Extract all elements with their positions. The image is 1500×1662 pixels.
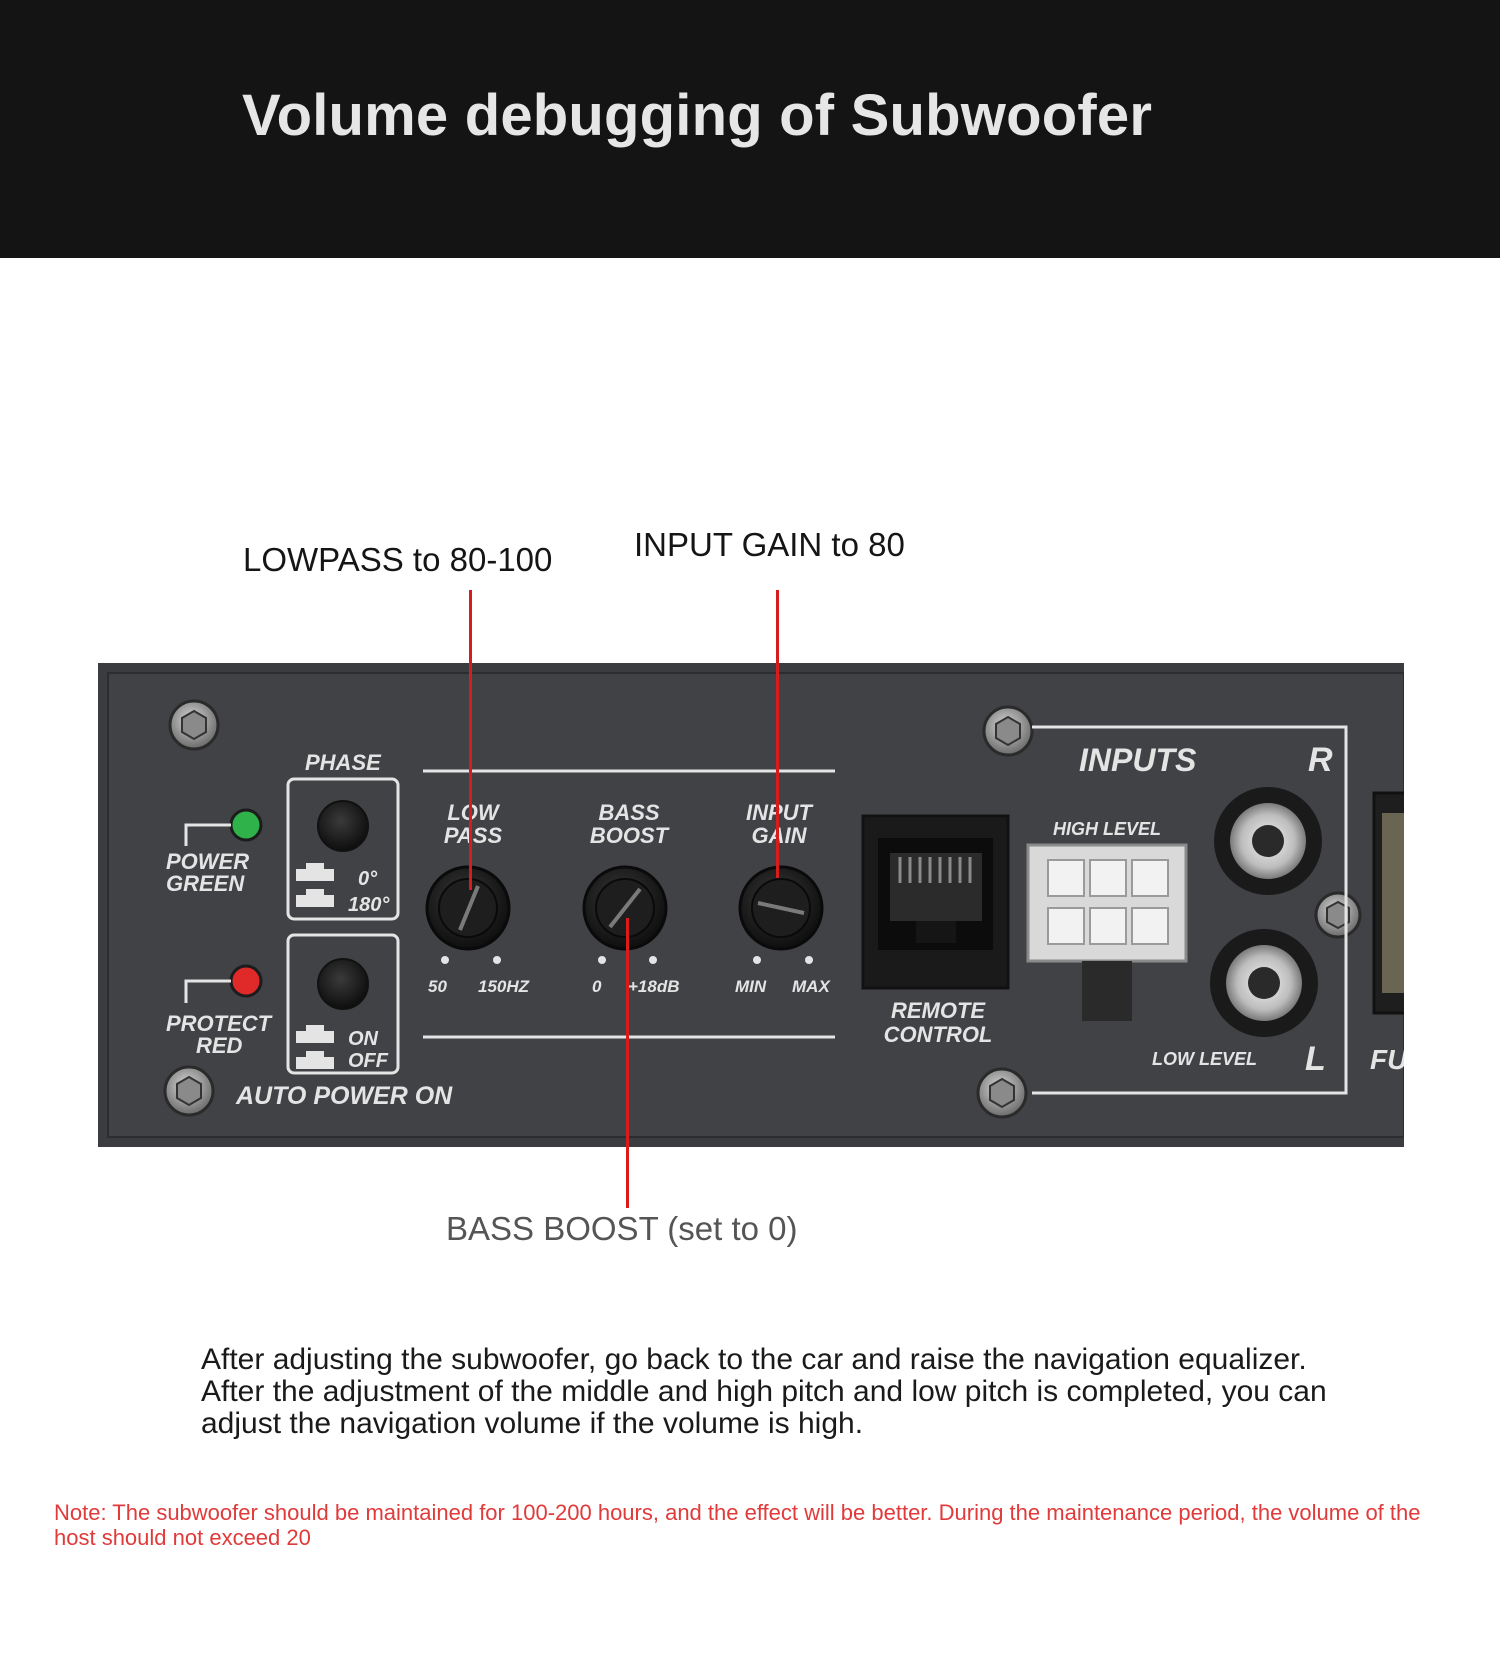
phase-180-label: 180° (348, 894, 390, 916)
input-gain-name-2: GAIN (752, 823, 808, 848)
on-label: ON (348, 1028, 379, 1050)
low-level-label: LOW LEVEL (1152, 1049, 1257, 1069)
header-banner: Volume debugging of Subwoofer (0, 0, 1500, 258)
lowpass-callout: LOWPASS to 80-100 (243, 541, 553, 578)
inputs-label: INPUTS (1079, 742, 1197, 778)
input-gain-min-label: MIN (735, 977, 767, 996)
bass-boost-name-2: BOOST (590, 823, 670, 848)
fuse-label: FU (1370, 1044, 1404, 1075)
channel-l-label: L (1305, 1040, 1326, 1078)
phase-0-label: 0° (358, 868, 378, 890)
input-gain-callout: INPUT GAIN to 80 (634, 526, 905, 563)
lowpass-name-1: LOW (447, 800, 501, 825)
screw-icon (1314, 891, 1362, 939)
bass-boost-knob[interactable] (582, 865, 668, 951)
amplifier-panel-image: POWER GREEN PROTECT RED PHASE 0° 180° ON… (98, 663, 1404, 1147)
screw-icon (976, 1067, 1028, 1119)
power-label-2: GREEN (166, 871, 245, 896)
protect-led-icon (229, 964, 263, 998)
protect-label-2: RED (196, 1033, 243, 1058)
protect-label-1: PROTECT (166, 1011, 273, 1036)
high-level-label: HIGH LEVEL (1053, 819, 1161, 839)
auto-power-button[interactable] (317, 958, 369, 1010)
bass-boost-callout-line (626, 918, 629, 1208)
screw-icon (168, 699, 220, 751)
input-gain-callout-line (776, 590, 779, 878)
auto-power-on-label: AUTO POWER ON (235, 1082, 453, 1110)
auto-power-switch-box (286, 933, 400, 1075)
power-led-icon (229, 808, 263, 842)
remote-control-port-icon (861, 814, 1010, 990)
remote-control-label-1: REMOTE (891, 998, 986, 1023)
bass-boost-min-label: 0 (592, 977, 602, 996)
input-gain-knob[interactable] (738, 865, 824, 951)
bass-boost-max-label: +18dB (628, 977, 680, 996)
bass-boost-callout: BASS BOOST (set to 0) (446, 1210, 798, 1247)
input-gain-name-1: INPUT (746, 800, 814, 825)
inputs-frame (1032, 725, 1348, 1095)
high-level-connector-icon (1026, 843, 1188, 1021)
lowpass-max-label: 150HZ (478, 977, 530, 996)
lowpass-knob[interactable] (425, 865, 511, 951)
screw-icon (163, 1065, 215, 1117)
rca-jack-r-icon (1214, 787, 1322, 895)
phase-button[interactable] (317, 800, 369, 852)
maintenance-note: Note: The subwoofer should be maintained… (54, 1500, 1421, 1550)
remote-control-label-2: CONTROL (884, 1022, 993, 1047)
rca-jack-l-icon (1210, 929, 1318, 1037)
instruction-paragraph: After adjusting the subwoofer, go back t… (201, 1343, 1327, 1440)
page-title: Volume debugging of Subwoofer (242, 83, 1153, 148)
off-label: OFF (348, 1050, 389, 1072)
bass-boost-name-1: BASS (598, 800, 659, 825)
channel-r-label: R (1308, 741, 1333, 779)
lowpass-name-2: PASS (444, 823, 503, 848)
lowpass-callout-line (469, 590, 472, 890)
power-label-1: POWER (166, 849, 249, 874)
lowpass-min-label: 50 (428, 977, 447, 996)
screw-icon (982, 705, 1034, 757)
input-gain-max-label: MAX (792, 977, 831, 996)
phase-switch-box (286, 777, 400, 921)
phase-label: PHASE (305, 750, 382, 775)
